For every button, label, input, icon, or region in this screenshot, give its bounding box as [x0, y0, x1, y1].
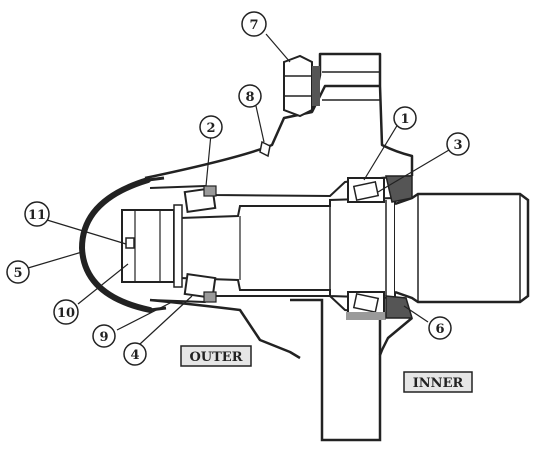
callout-5: 5 — [6, 260, 30, 284]
outer-bearing-lower — [183, 273, 217, 303]
outer-bearing-upper — [183, 185, 217, 213]
svg-text:11: 11 — [28, 208, 46, 223]
svg-text:2: 2 — [206, 121, 215, 136]
callout-8: 8 — [238, 84, 262, 108]
inner-region-label: INNER — [403, 371, 473, 393]
svg-text:4: 4 — [130, 348, 139, 363]
svg-text:6: 6 — [435, 322, 444, 337]
spindle-mounting-plate — [290, 298, 382, 442]
callout-7: 7 — [241, 11, 267, 37]
svg-text:8: 8 — [245, 90, 254, 105]
svg-text:5: 5 — [13, 266, 22, 281]
svg-text:7: 7 — [249, 18, 258, 33]
spindle-inner-end — [394, 192, 530, 304]
callout-1: 1 — [393, 106, 417, 130]
hub-housing — [144, 52, 414, 360]
spindle-nut — [121, 204, 183, 288]
inner-bearing-lower — [346, 291, 386, 320]
svg-text:10: 10 — [57, 306, 75, 321]
grease-seal-lower — [385, 295, 414, 319]
callout-3: 3 — [446, 132, 470, 156]
svg-text:OUTER: OUTER — [189, 350, 242, 365]
callout-9: 9 — [92, 324, 116, 348]
callout-2: 2 — [199, 115, 223, 139]
leader-lines — [27, 33, 450, 345]
callout-11: 11 — [24, 201, 50, 227]
svg-text:INNER: INNER — [413, 376, 464, 391]
outer-region-label: OUTER — [180, 345, 252, 367]
cotter-pin — [125, 237, 135, 249]
svg-text:3: 3 — [453, 138, 462, 153]
svg-text:1: 1 — [400, 112, 409, 127]
callout-10: 10 — [53, 299, 79, 325]
grease-seal-upper — [385, 175, 413, 203]
callout-6: 6 — [428, 316, 452, 340]
grease-fitting — [259, 140, 271, 158]
wheel-stud — [283, 54, 380, 118]
dust-cap — [78, 177, 153, 313]
svg-text:9: 9 — [99, 330, 108, 345]
inner-bearing-upper — [347, 177, 385, 203]
callout-4: 4 — [123, 342, 147, 366]
